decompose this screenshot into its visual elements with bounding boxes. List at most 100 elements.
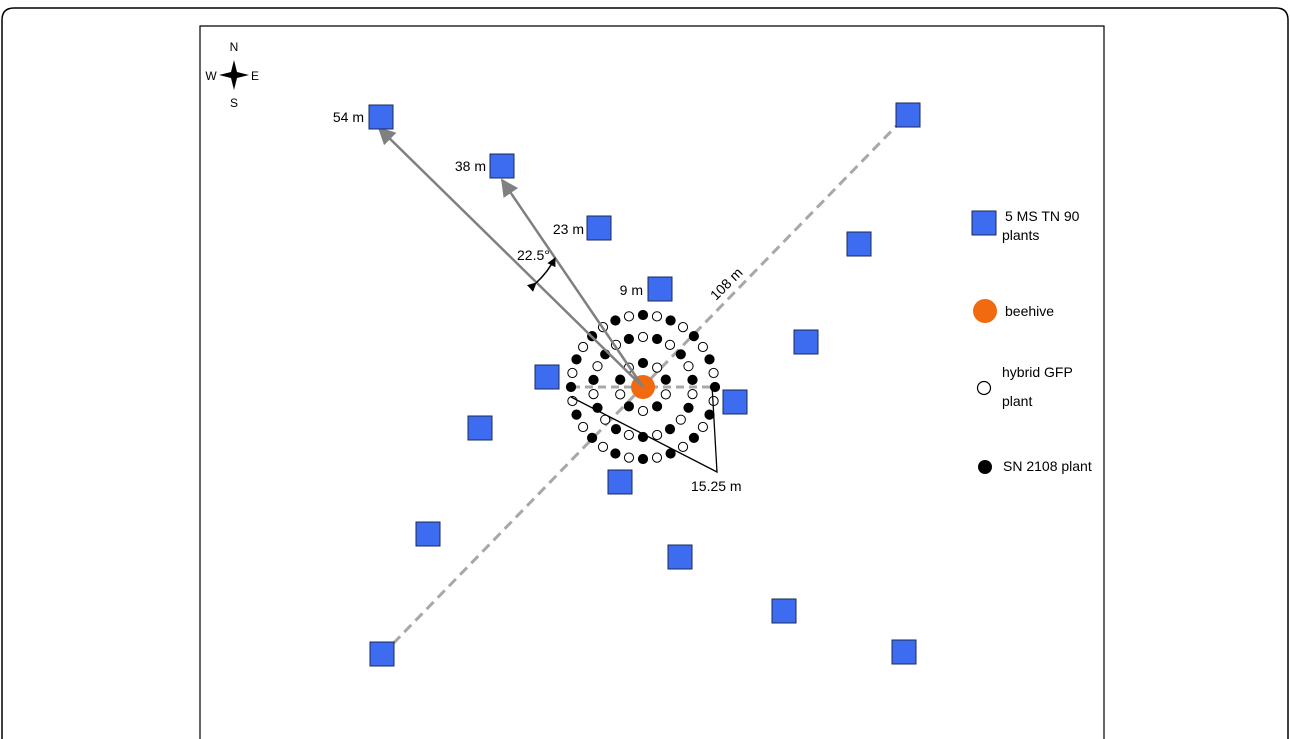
- sn-plant-dot: [610, 315, 621, 326]
- ms-plant-square: [369, 641, 395, 667]
- sn-plant-dot: [587, 432, 598, 443]
- ms-plant-square: [607, 469, 633, 495]
- sn-plant-dot: [652, 333, 663, 345]
- sn-plant-dot: [623, 401, 635, 412]
- hybrid-plant-dot: [651, 311, 663, 322]
- sn-plant-dot: [623, 333, 635, 345]
- outer-border: [1, 7, 1289, 739]
- hybrid-plant-dot: [623, 311, 635, 322]
- hybrid-plant-dot: [683, 361, 694, 372]
- sn-plant-dot: [588, 374, 599, 385]
- hybrid-plant-dot: [637, 331, 649, 343]
- ms-plant-square: [891, 639, 917, 665]
- hybrid-plant-dot: [652, 362, 663, 373]
- label-38m: 38 m: [455, 158, 486, 174]
- compass-east: E: [251, 69, 259, 83]
- legend-ms-square: [971, 210, 997, 236]
- sn-plant-dot: [665, 448, 676, 459]
- label-108m: 108 m: [707, 264, 746, 303]
- legend-beehive-dot: [973, 299, 997, 323]
- sn-plant-dot: [610, 448, 621, 459]
- sn-plant-dot: [652, 401, 663, 412]
- hybrid-plant-dot: [660, 389, 671, 400]
- ms-plant-square: [415, 521, 441, 547]
- ms-plant-square: [368, 104, 394, 130]
- legend-hybrid-label-2: plant: [1002, 393, 1032, 409]
- hybrid-plant-dot: [677, 322, 689, 333]
- label-9m: 9 m: [620, 282, 643, 298]
- ms-plant-square: [793, 329, 819, 355]
- hybrid-plant-dot: [588, 389, 599, 400]
- sn-plant-dot: [704, 354, 715, 365]
- legend-hybrid-label-1: hybrid GFP: [1002, 364, 1073, 380]
- label-23m: 23 m: [553, 221, 584, 237]
- ms-plant-square: [489, 153, 515, 179]
- legend-ms-label-2: plants: [1002, 227, 1039, 243]
- legend: 5 MS TN 90 plants beehive hybrid GFP pla…: [971, 208, 1092, 474]
- label-angle: 22.5°: [517, 247, 550, 263]
- angle-arc: [526, 257, 556, 292]
- radius-triangle: [570, 384, 718, 474]
- compass-west: W: [205, 69, 217, 83]
- arrow-54m: [377, 126, 644, 388]
- hybrid-plant-dot: [567, 367, 578, 379]
- hybrid-plant-dot: [592, 361, 603, 372]
- ms-plant-square: [895, 102, 921, 128]
- ms-plant-square: [846, 231, 872, 257]
- sn-plant-dot: [615, 374, 626, 385]
- hybrid-plant-dot: [697, 341, 709, 353]
- sn-plant-dot: [683, 402, 694, 413]
- sn-plant-dot: [675, 349, 686, 360]
- ms-plant-square: [534, 364, 560, 390]
- hybrid-plant-dot: [664, 339, 676, 350]
- compass-rose-icon: N S E W: [205, 40, 259, 110]
- hybrid-plant-dot: [578, 421, 589, 433]
- legend-ms-label-1: 5 MS TN 90: [1005, 208, 1080, 224]
- ms-plant-square: [771, 598, 797, 624]
- hybrid-plant-dot: [652, 429, 663, 441]
- hybrid-plant-dot: [677, 441, 689, 452]
- sn-plant-dot: [688, 432, 700, 443]
- sn-plant-dot: [637, 357, 649, 369]
- hybrid-plant-dot: [687, 389, 698, 400]
- sn-plant-dot: [571, 354, 582, 365]
- sn-plant-dot: [571, 409, 582, 420]
- compass-south: S: [230, 96, 238, 110]
- legend-sn-label: SN 2108 plant: [1003, 458, 1092, 474]
- hybrid-plant-dot: [623, 452, 635, 463]
- hybrid-plant-dot: [637, 405, 649, 417]
- sn-plant-dot: [687, 374, 698, 385]
- sn-plant-dot: [664, 424, 676, 435]
- hybrid-plant-dot: [623, 429, 635, 441]
- ms-plant-squares: [368, 102, 921, 667]
- arrow-38m: [500, 178, 645, 388]
- sn-plant-dot: [660, 374, 671, 385]
- legend-hybrid-dot: [976, 380, 992, 396]
- label-15-25m: 15.25 m: [691, 478, 742, 494]
- ms-plant-square: [467, 415, 493, 441]
- hybrid-plant-dot: [675, 414, 686, 425]
- legend-sn-dot: [978, 460, 992, 474]
- sn-plant-dot: [688, 331, 700, 342]
- ms-plant-square: [586, 215, 612, 241]
- ms-plant-square: [722, 389, 748, 415]
- hybrid-plant-dot: [615, 389, 626, 400]
- hybrid-plant-dot: [651, 452, 663, 463]
- sn-plant-dot: [637, 309, 649, 321]
- sn-plant-dot: [610, 424, 622, 435]
- ms-plant-square: [667, 544, 693, 570]
- sn-plant-dot: [565, 381, 577, 393]
- sn-plant-dot: [704, 409, 715, 420]
- label-54m: 54 m: [333, 109, 364, 125]
- hybrid-plant-dot: [697, 421, 709, 433]
- ms-plant-square: [647, 276, 673, 302]
- legend-beehive-label: beehive: [1005, 303, 1054, 319]
- sn-plant-dot: [637, 453, 649, 465]
- hybrid-plant-dot: [578, 341, 589, 353]
- compass-north: N: [230, 40, 239, 54]
- hybrid-plant-dot: [597, 441, 609, 452]
- plot-border: [199, 25, 1105, 739]
- hybrid-plant-dot: [708, 367, 719, 379]
